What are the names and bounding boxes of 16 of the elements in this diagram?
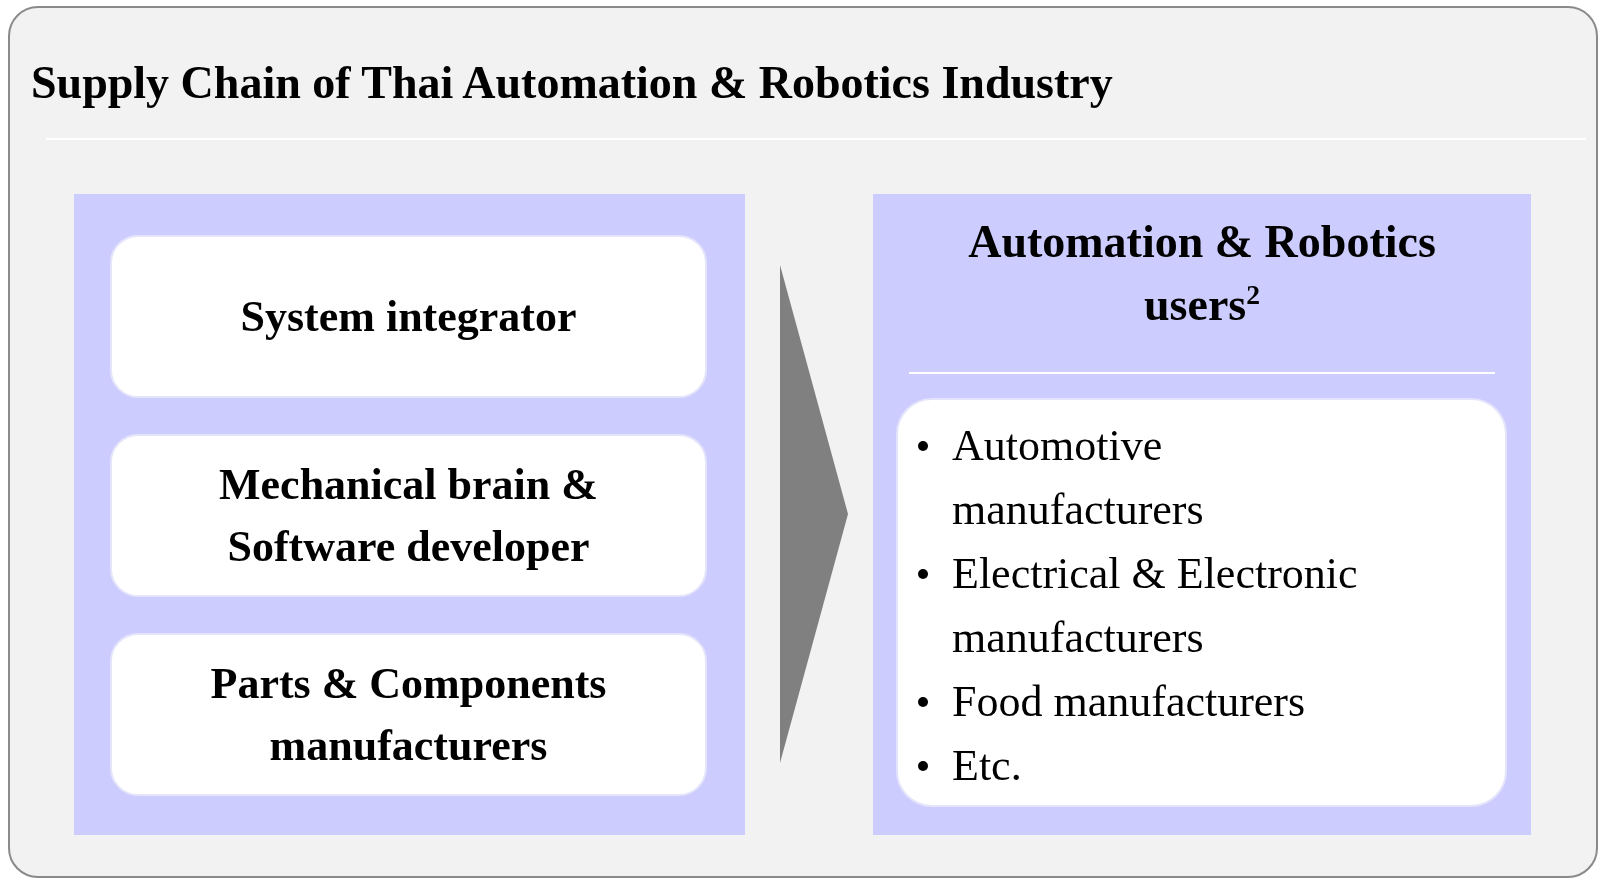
list-item: Etc. (952, 740, 1022, 792)
role-card (110, 434, 707, 597)
list-item: Food manufacturers (952, 676, 1306, 728)
panel-heading: Automation & Robotics users$^{2}$ (967, 215, 1437, 332)
group-panel (74, 194, 745, 835)
diagram-title: Supply Chain of Thai Automation & Robotics Industry (31, 56, 1113, 109)
card-text: System integrator (240, 290, 577, 343)
list-card (896, 398, 1507, 807)
role-card (110, 235, 707, 398)
card-text: Parts & Components manufacturers (209, 657, 608, 772)
list-item: Electrical & Electronic manufacturers (952, 548, 1359, 664)
list-item: Automotive manufacturers (952, 420, 1205, 536)
chevron-arrow (780, 265, 848, 763)
role-card (110, 633, 707, 796)
card-text: Mechanical brain & Software developer (218, 458, 599, 573)
group-panel (873, 194, 1531, 835)
